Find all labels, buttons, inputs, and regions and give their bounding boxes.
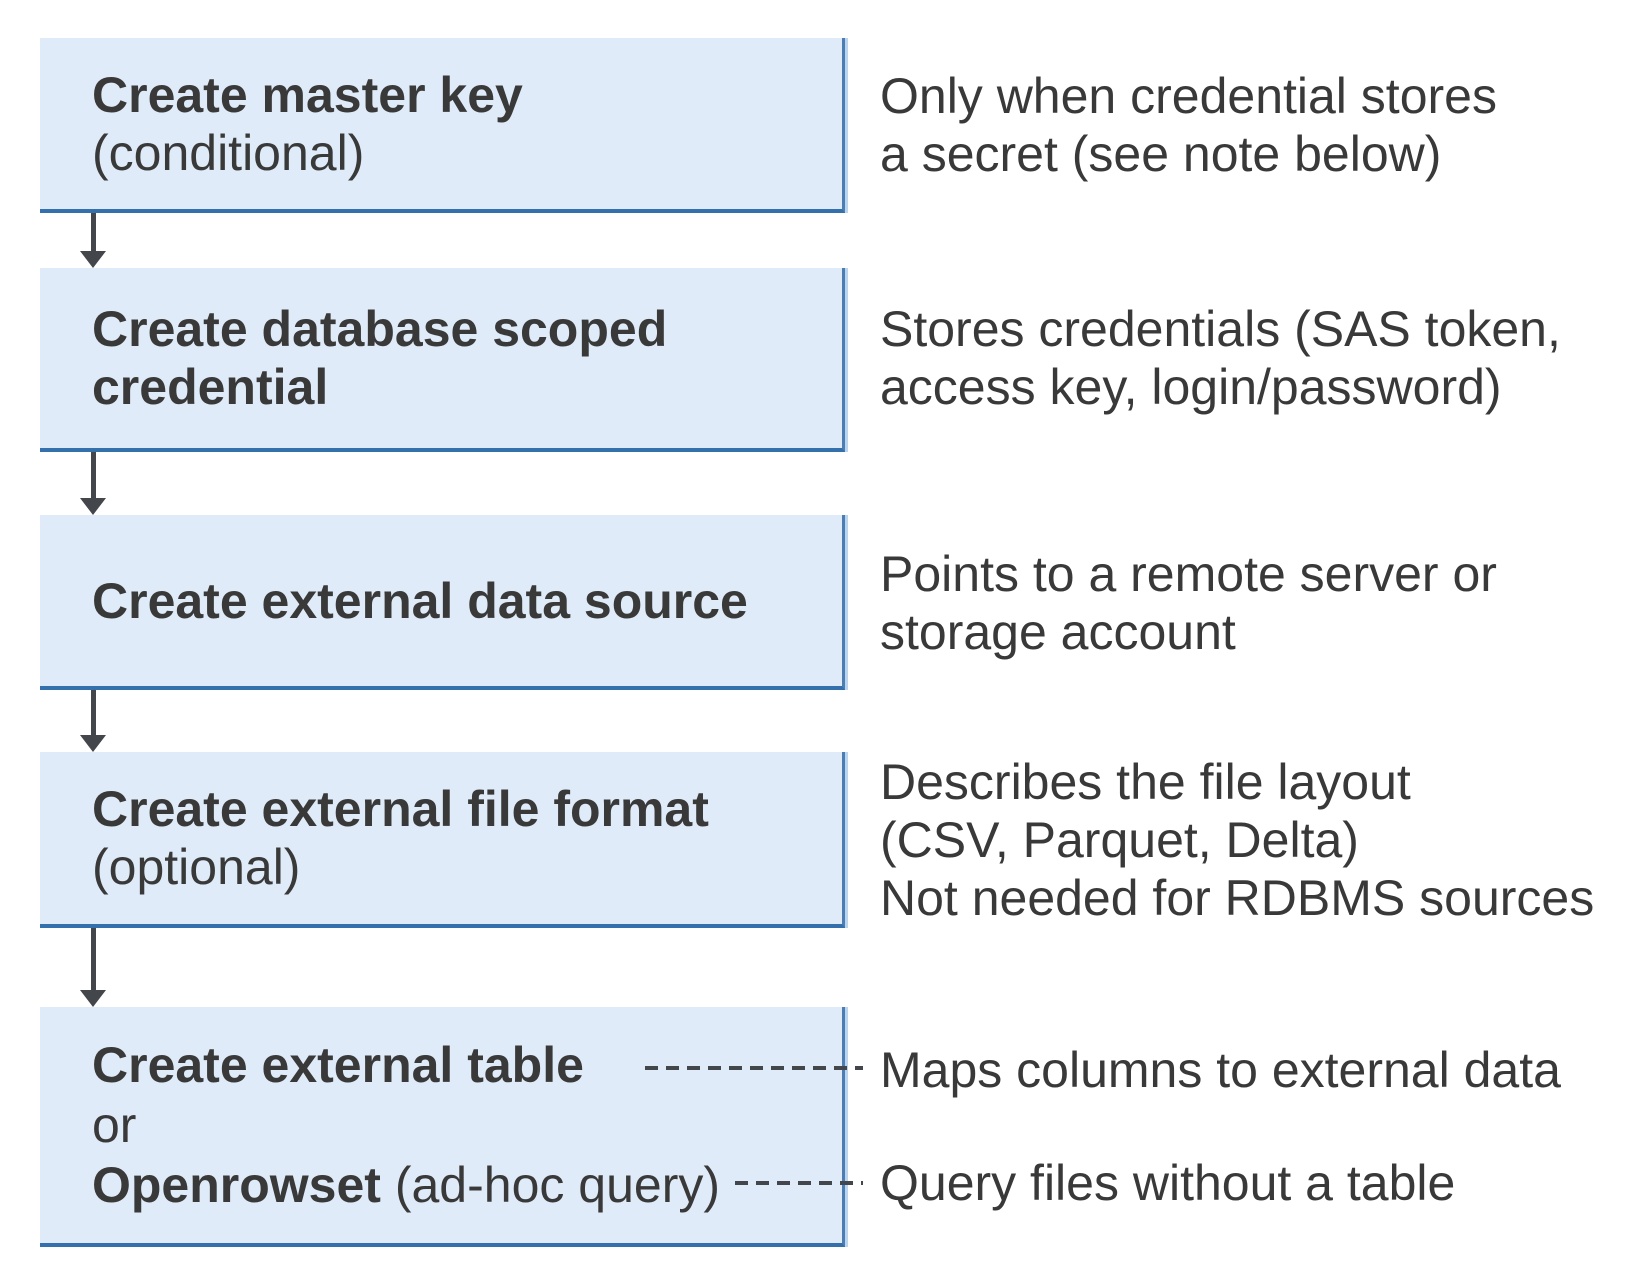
flow-arrow-down-icon: [80, 452, 106, 515]
step-title: Create external table: [92, 1037, 584, 1093]
step-qualifier: (optional): [92, 839, 301, 895]
step-title-openrowset: Openrowset (ad-hoc query): [92, 1155, 822, 1215]
arrow-stem: [90, 213, 96, 255]
note-line: Stores credentials (SAS token,: [880, 301, 1561, 357]
arrow-head: [80, 735, 106, 752]
arrow-head: [80, 498, 106, 515]
note-line: Query files without a table: [880, 1155, 1456, 1211]
step-title: Create external file format: [92, 781, 709, 837]
step-title: credential: [92, 359, 329, 415]
note-external-table: Maps columns to external data: [880, 1041, 1561, 1099]
step-title: Create master key: [92, 66, 523, 123]
note-scoped-credential: Stores credentials (SAS token, access ke…: [880, 300, 1561, 416]
note-line: storage account: [880, 604, 1236, 660]
note-line: (CSV, Parquet, Delta): [880, 812, 1359, 868]
flow-arrow-down-icon: [80, 928, 106, 1007]
step-box-create-master-key: Create master key (conditional): [40, 38, 845, 213]
arrow-head: [80, 990, 106, 1007]
step-title: Create external data source: [92, 572, 748, 629]
arrow-stem: [90, 452, 96, 502]
note-line: Only when credential stores: [880, 68, 1497, 124]
dashed-connector-external-table: [645, 1066, 863, 1070]
step-title: Create database scoped: [92, 301, 668, 357]
note-line: Not needed for RDBMS sources: [880, 870, 1595, 926]
note-external-data-source: Points to a remote server or storage acc…: [880, 545, 1497, 661]
note-line: Describes the file layout: [880, 754, 1411, 810]
step-qualifier: (conditional): [92, 124, 365, 181]
note-line: a secret (see note below): [880, 126, 1442, 182]
step-title-bold: Openrowset: [92, 1157, 381, 1213]
step-or-label: or: [92, 1097, 137, 1153]
step-box-create-external-table-or-openrowset: Create external table or Openrowset (ad-…: [40, 1007, 845, 1247]
step-box-create-database-scoped-credential: Create database scoped credential: [40, 268, 845, 452]
note-line: Maps columns to external data: [880, 1042, 1561, 1098]
note-master-key: Only when credential stores a secret (se…: [880, 67, 1497, 183]
note-line: Points to a remote server or: [880, 546, 1497, 602]
note-openrowset: Query files without a table: [880, 1154, 1455, 1212]
step-box-create-external-data-source: Create external data source: [40, 515, 845, 690]
arrow-stem: [90, 928, 96, 994]
note-line: access key, login/password): [880, 359, 1502, 415]
flow-arrow-down-icon: [80, 690, 106, 752]
step-qualifier: (ad-hoc query): [380, 1157, 720, 1213]
note-external-file-format: Describes the file layout (CSV, Parquet,…: [880, 753, 1594, 927]
flow-arrow-down-icon: [80, 213, 106, 268]
arrow-stem: [90, 690, 96, 739]
dashed-connector-openrowset: [735, 1181, 863, 1185]
step-box-create-external-file-format: Create external file format (optional): [40, 752, 845, 928]
arrow-head: [80, 251, 106, 268]
